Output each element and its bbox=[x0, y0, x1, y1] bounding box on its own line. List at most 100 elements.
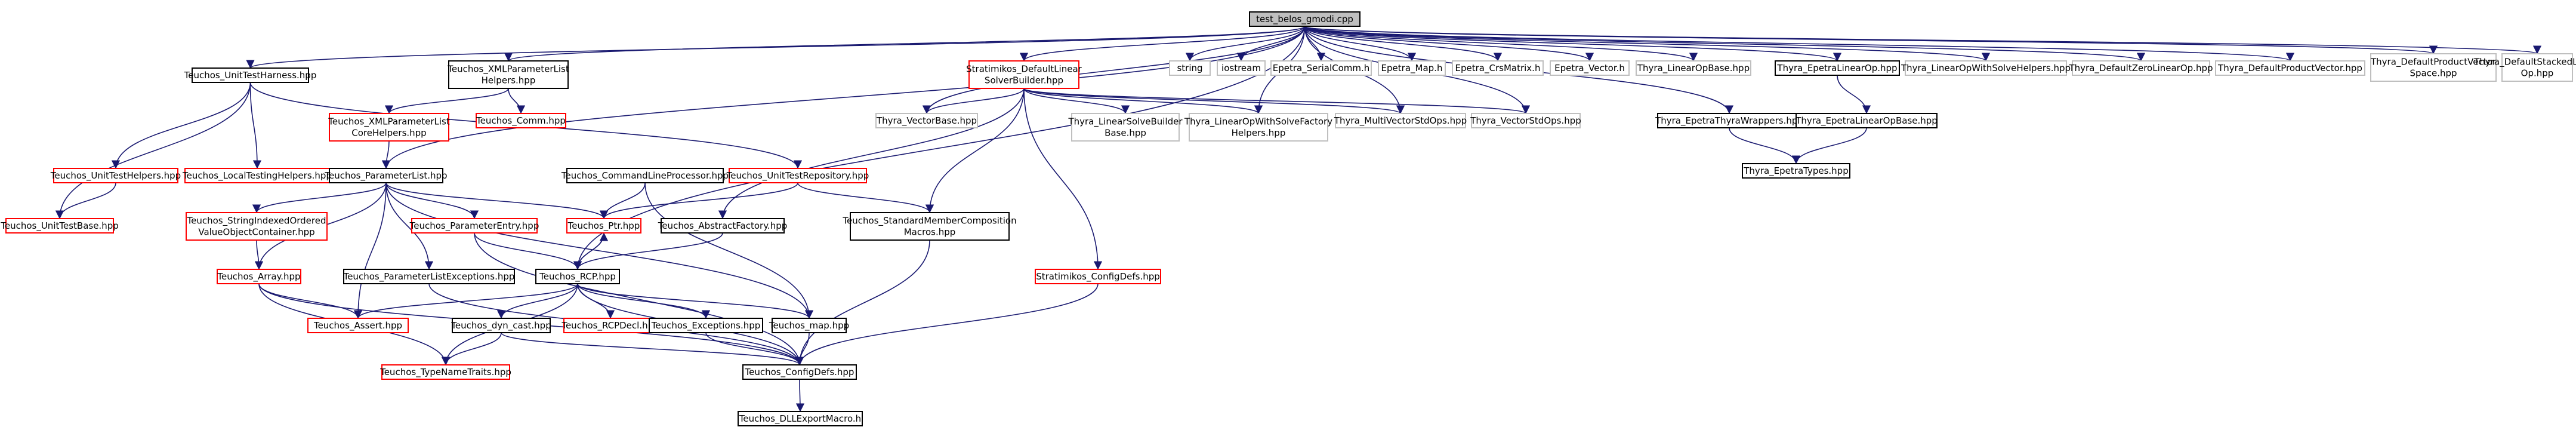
file-node-dyn-cast[interactable]: Teuchos_dyn_cast.hpp bbox=[451, 318, 551, 333]
node-label: Teuchos_UnitTestRepository.hpp bbox=[726, 170, 869, 182]
file-node-unittest-repository[interactable]: Teuchos_UnitTestRepository.hpp bbox=[726, 168, 869, 183]
include-edge bbox=[573, 232, 723, 270]
node-label: Epetra_SerialComm.h bbox=[1273, 63, 1370, 74]
edge-arrow-path bbox=[1304, 26, 2145, 62]
file-node-std-member-comp[interactable]: Teuchos_StandardMemberCompositionMacros.… bbox=[842, 212, 1017, 241]
file-node-type-name-traits[interactable]: Teuchos_TypeNameTraits.hpp bbox=[380, 364, 511, 380]
file-node-unittest-helpers[interactable]: Teuchos_UnitTestHelpers.hpp bbox=[50, 168, 181, 183]
node-box bbox=[1035, 269, 1161, 284]
include-edge bbox=[55, 182, 116, 219]
include-edge bbox=[1304, 26, 1698, 62]
edge-arrow-path bbox=[501, 332, 804, 365]
node-box bbox=[742, 364, 857, 380]
edge-arrow-path bbox=[577, 283, 711, 319]
node-label: Teuchos_map.hpp bbox=[769, 320, 849, 331]
file-node-teuchos-ptr[interactable]: Teuchos_Ptr.hpp bbox=[566, 218, 641, 234]
include-edge bbox=[474, 232, 582, 270]
node-box bbox=[381, 364, 510, 380]
node-label: Teuchos_LocalTestingHelpers.hpp bbox=[182, 170, 332, 182]
file-node-teuchos-comm[interactable]: Teuchos_Comm.hpp bbox=[476, 113, 566, 128]
file-node-strat-configdefs[interactable]: Stratimikos_ConfigDefs.hpp bbox=[1035, 269, 1161, 284]
file-node-pl-exceptions[interactable]: Teuchos_ParameterListExceptions.hpp bbox=[343, 269, 515, 284]
file-node-parameter-entry[interactable]: Teuchos_ParameterEntry.hpp bbox=[409, 218, 539, 234]
include-edge bbox=[252, 182, 387, 213]
include-edge bbox=[797, 182, 934, 213]
include-edge bbox=[577, 283, 711, 319]
node-label: Teuchos_StandardMemberComposition bbox=[842, 216, 1016, 227]
edge-arrow-path bbox=[111, 82, 251, 169]
file-node-rcpdecl[interactable]: Teuchos_RCPDecl.hpp bbox=[561, 318, 659, 333]
node-label: CoreHelpers.hpp bbox=[351, 128, 426, 139]
node-box bbox=[53, 168, 178, 183]
node-box bbox=[1742, 163, 1850, 179]
include-edge bbox=[1304, 26, 1594, 62]
edge-arrow-path bbox=[385, 182, 609, 219]
include-edge bbox=[1023, 88, 1263, 114]
edge-arrow-path bbox=[925, 88, 1025, 213]
node-box bbox=[1169, 60, 1211, 76]
edge-arrow-path bbox=[504, 26, 1306, 62]
file-node-strat-default[interactable]: Stratimikos_DefaultLinearSolverBuilder.h… bbox=[966, 60, 1082, 89]
file-node-root: test_belos_gmodi.cpp bbox=[1249, 11, 1361, 27]
node-label: Teuchos_DLLExportMacro.h bbox=[739, 413, 861, 425]
file-node-parameterlist[interactable]: Teuchos_ParameterList.hpp bbox=[324, 168, 448, 183]
node-layer: test_belos_gmodi.cppTeuchos_UnitTestHarn… bbox=[0, 11, 2576, 426]
edge-arrow-path bbox=[508, 88, 526, 114]
edge-arrow-path bbox=[385, 182, 434, 270]
file-node-unittest-harness[interactable]: Teuchos_UnitTestHarness.hpp bbox=[184, 67, 317, 83]
include-edge bbox=[1023, 88, 1130, 114]
file-node-teuchos-rcp[interactable]: Teuchos_RCP.hpp bbox=[535, 269, 620, 284]
include-edge bbox=[922, 88, 1025, 114]
node-label: SolverBuilder.hpp bbox=[985, 75, 1063, 86]
edge-arrow-path bbox=[718, 88, 1025, 219]
node-label: Thyra_VectorStdOps.hpp bbox=[1470, 115, 1581, 127]
file-node-teuchos-configdefs[interactable]: Teuchos_ConfigDefs.hpp bbox=[742, 364, 857, 380]
node-box bbox=[343, 269, 515, 284]
node-box bbox=[1775, 60, 1900, 76]
include-edge bbox=[644, 182, 814, 319]
edge-arrow-path bbox=[1304, 26, 1698, 62]
file-node-teuchos-exceptions[interactable]: Teuchos_Exceptions.hpp bbox=[649, 318, 763, 333]
file-node-teuchos-assert[interactable]: Teuchos_Assert.hpp bbox=[307, 318, 409, 333]
include-edge bbox=[474, 232, 804, 365]
edge-arrow-path bbox=[55, 182, 116, 219]
node-box bbox=[186, 212, 328, 241]
node-label: Thyra_EpetraLinearOp.hpp bbox=[1776, 63, 1897, 74]
file-node-local-testing-helpers[interactable]: Teuchos_LocalTestingHelpers.hpp bbox=[182, 168, 332, 183]
file-node-thyra-lowsfactoryhelpers: Thyra_LinearOpWithSolveFactoryHelpers.hp… bbox=[1184, 113, 1332, 142]
include-edge bbox=[1023, 88, 1530, 114]
node-box bbox=[1550, 60, 1630, 76]
node-label: Teuchos_RCP.hpp bbox=[539, 271, 616, 282]
file-node-unittest-base[interactable]: Teuchos_UnitTestBase.hpp bbox=[0, 218, 119, 234]
node-label: Epetra_CrsMatrix.h bbox=[1455, 63, 1541, 74]
file-node-teuchos-array[interactable]: Teuchos_Array.hpp bbox=[217, 269, 301, 284]
file-node-thyra-epetralinearop[interactable]: Thyra_EpetraLinearOp.hpp bbox=[1775, 60, 1900, 76]
node-box bbox=[1452, 60, 1544, 76]
include-edge bbox=[508, 88, 526, 114]
edge-arrow-path bbox=[252, 182, 387, 213]
file-node-thyra-epetralinearopbase[interactable]: Thyra_EpetraLinearOpBase.hpp bbox=[1795, 113, 1938, 128]
node-box bbox=[850, 212, 1010, 241]
include-edge bbox=[925, 88, 1025, 213]
include-edge bbox=[504, 26, 1306, 62]
node-label: Teuchos_ParameterEntry.hpp bbox=[409, 220, 539, 232]
file-node-cmdline-processor[interactable]: Teuchos_CommandLineProcessor.hpp bbox=[561, 168, 729, 183]
node-label: Epetra_Vector.h bbox=[1554, 63, 1625, 74]
file-node-thyra-defzero: Thyra_DefaultZeroLinearOp.hpp bbox=[2069, 60, 2213, 76]
include-edge bbox=[1304, 26, 1841, 62]
include-edge bbox=[1020, 26, 1306, 62]
file-node-abstract-factory[interactable]: Teuchos_AbstractFactory.hpp bbox=[658, 218, 788, 234]
file-node-dll-export[interactable]: Teuchos_DLLExportMacro.h bbox=[738, 411, 863, 426]
file-node-thyra-epetratypes[interactable]: Thyra_EpetraTypes.hpp bbox=[1742, 163, 1850, 179]
file-node-thyra-epetrathyrawrappers[interactable]: Thyra_EpetraThyraWrappers.hpp bbox=[1655, 113, 1803, 128]
include-edge bbox=[922, 26, 1306, 114]
edge-arrow-path bbox=[599, 182, 798, 219]
file-node-string-indexed[interactable]: Teuchos_StringIndexedOrderedValueObjectC… bbox=[186, 212, 328, 241]
node-box bbox=[184, 168, 330, 183]
file-node-teuchos-map[interactable]: Teuchos_map.hpp bbox=[769, 318, 849, 333]
include-edge bbox=[1304, 26, 1990, 62]
file-node-thyra-defstacked: Thyra_DefaultStackedLinearOp.hpp bbox=[2473, 53, 2576, 82]
